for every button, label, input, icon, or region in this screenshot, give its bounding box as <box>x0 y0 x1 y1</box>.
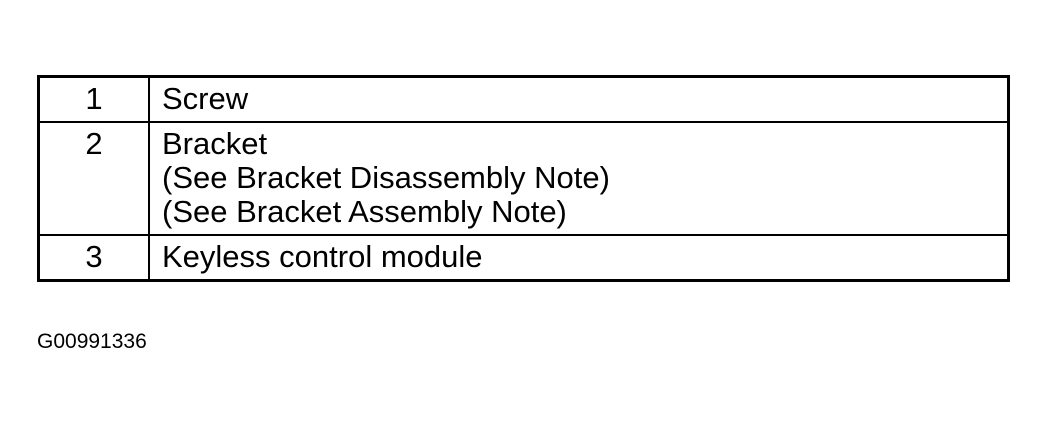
figure-id: G00991336 <box>37 330 147 353</box>
table-row: 1 Screw <box>37 75 1010 123</box>
description-note-line: (See Bracket Assembly Note) <box>162 194 567 229</box>
item-description: Bracket (See Bracket Disassembly Note) (… <box>148 121 1010 236</box>
item-number: 2 <box>37 121 150 236</box>
description-line: Screw <box>162 81 249 116</box>
description-line: Bracket <box>162 126 268 161</box>
description-line: Keyless control module <box>162 239 483 274</box>
parts-legend-table: 1 Screw 2 Bracket (See Bracket Disassemb… <box>37 75 1010 282</box>
item-description: Keyless control module <box>148 234 1010 282</box>
item-number: 1 <box>37 75 150 123</box>
item-number: 3 <box>37 234 150 282</box>
item-description: Screw <box>148 75 1010 123</box>
description-note-line: (See Bracket Disassembly Note) <box>162 160 610 195</box>
table-row: 3 Keyless control module <box>37 234 1010 282</box>
table-row: 2 Bracket (See Bracket Disassembly Note)… <box>37 121 1010 236</box>
